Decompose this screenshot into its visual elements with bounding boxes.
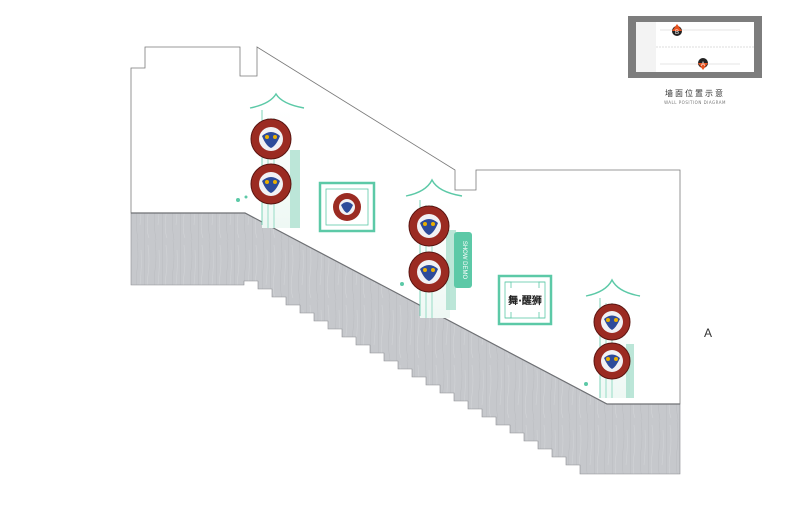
marker-b: B bbox=[672, 24, 682, 36]
minimap-title: 墙面位置示意 bbox=[665, 89, 725, 98]
svg-text:A: A bbox=[701, 62, 705, 68]
position-minimap: B A bbox=[628, 16, 762, 78]
lion-drum-3a bbox=[593, 303, 631, 341]
calligraphy-frame: 舞·醒狮 bbox=[497, 274, 553, 326]
marker-a: A bbox=[698, 58, 708, 70]
stair-wainscot bbox=[130, 212, 681, 475]
lion-drum-1a bbox=[250, 118, 292, 160]
lion-drum-2b bbox=[408, 251, 450, 293]
minimap-subtitle: WALL POSITION DIAGRAM bbox=[664, 100, 726, 105]
calligraphy-text: 舞·醒狮 bbox=[508, 294, 542, 307]
banner-show-demo: SHOW DEMO bbox=[454, 232, 472, 288]
lion-drum-3b bbox=[593, 342, 631, 380]
lion-frame-1 bbox=[318, 181, 376, 233]
elevation-view-label: A bbox=[704, 326, 713, 340]
svg-text:SHOW DEMO: SHOW DEMO bbox=[461, 241, 467, 280]
lion-drum-1b bbox=[250, 163, 292, 205]
lion-drum-2a bbox=[408, 205, 450, 247]
svg-text:B: B bbox=[675, 30, 679, 36]
